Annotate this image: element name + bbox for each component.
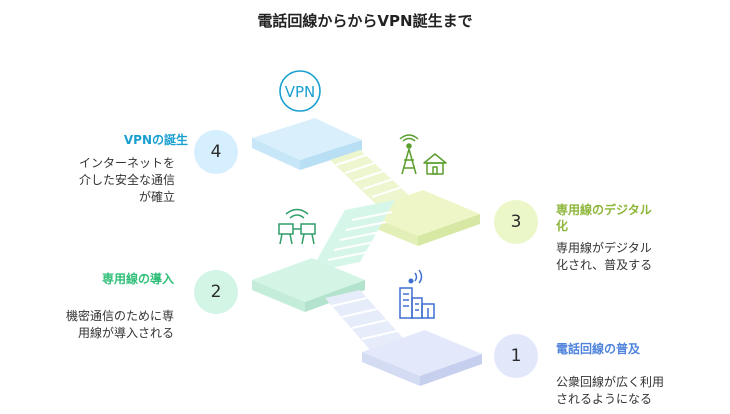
step-2-number: 2	[194, 270, 238, 314]
step-3-title: 専用線のデジタル 化	[556, 203, 652, 233]
step-1-description: 公衆回線が広く利用 されるようになる	[556, 375, 665, 406]
stair-3-2	[310, 200, 395, 272]
city-buildings-signal-icon	[399, 269, 435, 319]
step-4-number: 4	[194, 130, 238, 174]
connected-computers-icon	[278, 208, 316, 245]
antenna-tower-home-icon	[399, 134, 447, 175]
step-3-number: 3	[494, 200, 538, 244]
step-1-number: 1	[494, 334, 538, 378]
step-4-title: VPNの誕生	[123, 133, 188, 147]
step-2-title: 専用線の導入	[101, 272, 174, 286]
stair-4-3	[330, 150, 412, 210]
step-2-description: 機密通信のために専 用線が導入される	[65, 309, 174, 340]
platform-1	[362, 330, 482, 386]
step-3-description: 専用線がデジタル 化され、普及する	[556, 241, 653, 272]
diagram-title: 電話回線からからVPN誕生まで	[257, 12, 473, 30]
stair-2-1	[325, 290, 412, 358]
vpn-badge-icon: VPN	[279, 70, 321, 112]
step-1-title: 電話回線の普及	[556, 342, 641, 356]
step-4-description: インターネットを 介した安全な通信 が確立	[78, 156, 175, 204]
platform-4	[252, 118, 362, 170]
svg-text:VPN: VPN	[285, 83, 316, 101]
